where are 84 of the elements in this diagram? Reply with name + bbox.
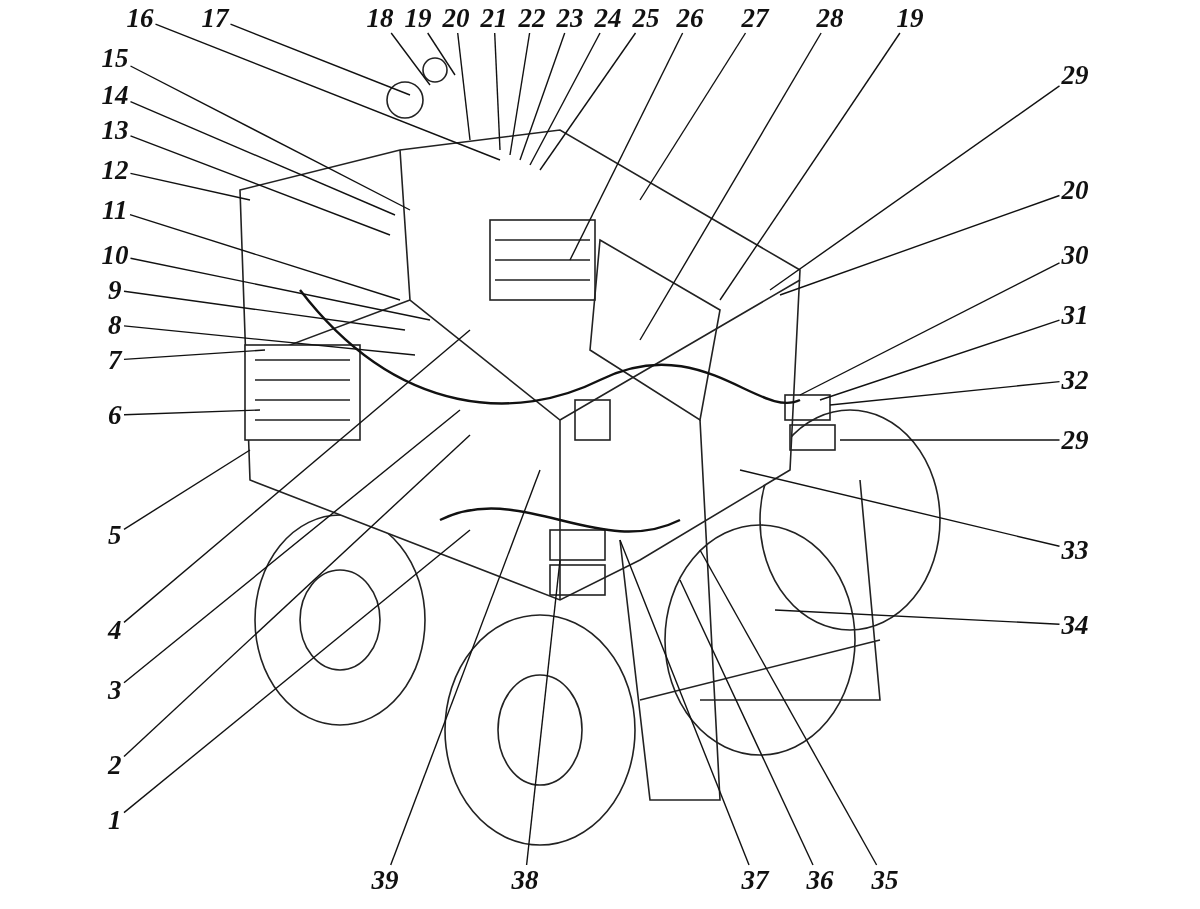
- callout-number: 39: [370, 866, 400, 894]
- callout-number: 5: [107, 521, 123, 549]
- leader-line: [639, 32, 747, 201]
- leader-line: [539, 32, 637, 171]
- callout-number: 9: [107, 276, 123, 304]
- callout-number: 2: [107, 751, 123, 779]
- callout-number: 29: [1060, 61, 1090, 89]
- leader-line: [123, 329, 471, 624]
- leader-line: [129, 100, 396, 216]
- leader-line: [123, 409, 261, 416]
- leader-line: [619, 539, 750, 866]
- callout-number: 19: [403, 4, 433, 32]
- leader-line: [494, 32, 501, 151]
- callout-number: 14: [100, 81, 130, 109]
- leader-line: [679, 579, 814, 866]
- leader-line: [569, 32, 684, 261]
- callout-number: 30: [1060, 241, 1090, 269]
- callout-number: 24: [593, 4, 623, 32]
- leader-line: [839, 439, 1061, 441]
- callout-number: 22: [517, 4, 547, 32]
- callout-number: 4: [107, 616, 123, 644]
- leader-line: [123, 290, 406, 331]
- callout-number: 20: [441, 4, 471, 32]
- leader-line: [519, 32, 566, 161]
- leader-line: [129, 172, 251, 201]
- callout-number: 27: [740, 4, 770, 32]
- leader-line: [390, 32, 431, 86]
- leader-line: [229, 23, 411, 96]
- callout-number: 25: [631, 4, 661, 32]
- leader-line: [129, 257, 431, 321]
- callout-number: 26: [675, 4, 705, 32]
- callout-number: 37: [740, 866, 770, 894]
- callout-number: 21: [479, 4, 509, 32]
- leader-line: [154, 23, 501, 161]
- callout-number: 6: [107, 401, 123, 429]
- leader-line: [123, 349, 266, 361]
- callout-number: 17: [200, 4, 230, 32]
- callout-number: 13: [100, 116, 130, 144]
- leader-line: [819, 319, 1061, 401]
- leader-line: [427, 32, 456, 76]
- leader-line: [129, 214, 401, 301]
- callout-number: 36: [805, 866, 835, 894]
- callout-number: 1: [107, 806, 123, 834]
- leader-line: [129, 65, 411, 211]
- leader-line: [123, 434, 471, 758]
- callout-number: 31: [1060, 301, 1090, 329]
- callout-number: 19: [895, 4, 925, 32]
- leader-line: [457, 32, 471, 141]
- callout-number: 8: [107, 311, 123, 339]
- callout-number: 10: [100, 241, 130, 269]
- leader-line: [719, 32, 901, 301]
- callout-number: 12: [100, 156, 130, 184]
- leader-line: [123, 529, 471, 814]
- callout-number: 34: [1060, 611, 1090, 639]
- callout-number: 20: [1060, 176, 1090, 204]
- leader-line: [799, 262, 1061, 396]
- callout-number: 3: [107, 676, 123, 704]
- leader-line: [829, 380, 1061, 406]
- callout-number: 15: [100, 44, 130, 72]
- callout-number: 18: [365, 4, 395, 32]
- leader-line: [739, 469, 1061, 547]
- callout-number: 28: [815, 4, 845, 32]
- leader-line: [390, 469, 541, 866]
- callout-number: 35: [870, 866, 900, 894]
- callout-number: 16: [125, 4, 155, 32]
- callout-number: 11: [101, 196, 129, 224]
- leader-line: [123, 409, 461, 684]
- callout-number: 23: [555, 4, 585, 32]
- callout-number: 7: [107, 346, 123, 374]
- leader-line: [779, 194, 1061, 296]
- leader-line: [509, 32, 531, 156]
- leader-line: [129, 135, 391, 236]
- callout-number: 38: [510, 866, 540, 894]
- leader-line: [769, 85, 1061, 291]
- leader-line: [529, 32, 601, 166]
- leader-line: [774, 609, 1061, 625]
- leader-line: [123, 325, 416, 356]
- leader-line: [699, 549, 878, 866]
- callout-number: 33: [1060, 536, 1090, 564]
- leader-line: [123, 449, 251, 530]
- callout-number: 32: [1060, 366, 1090, 394]
- callout-number: 29: [1060, 426, 1090, 454]
- leader-line: [525, 559, 561, 866]
- leader-line: [639, 32, 822, 341]
